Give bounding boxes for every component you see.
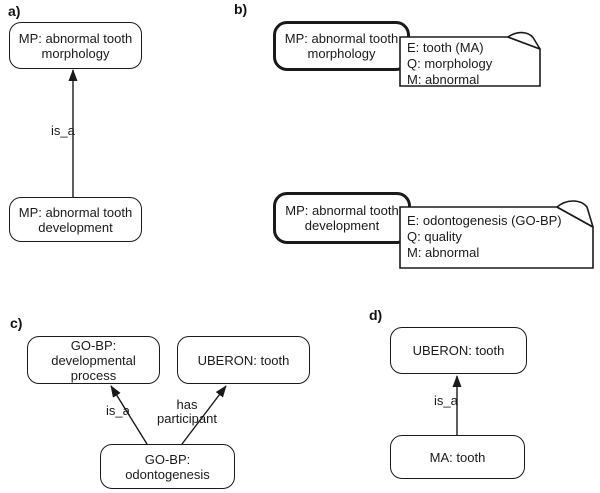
panel-a-label: a) — [8, 3, 21, 19]
node-mp-abnormal-tooth-development-b: MP: abnormal tooth development — [273, 192, 411, 244]
edge-label-is-a-panel-d: is_a — [434, 393, 458, 408]
note-folded-corner-icon — [556, 200, 594, 228]
panel-d-label: d) — [369, 307, 383, 323]
panel-b-label: b) — [234, 1, 248, 17]
node-gobp-developmental-process: GO-BP: developmental process — [27, 336, 160, 384]
node-mp-abnormal-tooth-development: MP: abnormal tooth development — [9, 197, 142, 242]
note-text-eq-morphology: E: tooth (MA) Q: morphology M: abnormal — [407, 40, 493, 87]
node-mp-abnormal-tooth-morphology: MP: abnormal tooth morphology — [9, 22, 142, 69]
edge-label-has-participant: has participant — [157, 397, 217, 426]
node-mp-abnormal-tooth-morphology-b: MP: abnormal tooth morphology — [273, 21, 410, 71]
edge-label-is-a-panel-a: is_a — [51, 123, 75, 138]
node-uberon-tooth-c: UBERON: tooth — [177, 336, 310, 384]
node-ma-tooth: MA: tooth — [390, 435, 525, 479]
edge-label-is-a-panel-c: is_a — [106, 403, 130, 418]
node-gobp-odontogenesis: GO-BP: odontogenesis — [100, 444, 235, 489]
note-text-eq-development: E: odontogenesis (GO-BP) Q: quality M: a… — [407, 213, 562, 260]
panel-c-label: c) — [10, 315, 23, 331]
node-uberon-tooth-d: UBERON: tooth — [390, 327, 527, 374]
note-folded-corner-icon — [507, 31, 541, 50]
